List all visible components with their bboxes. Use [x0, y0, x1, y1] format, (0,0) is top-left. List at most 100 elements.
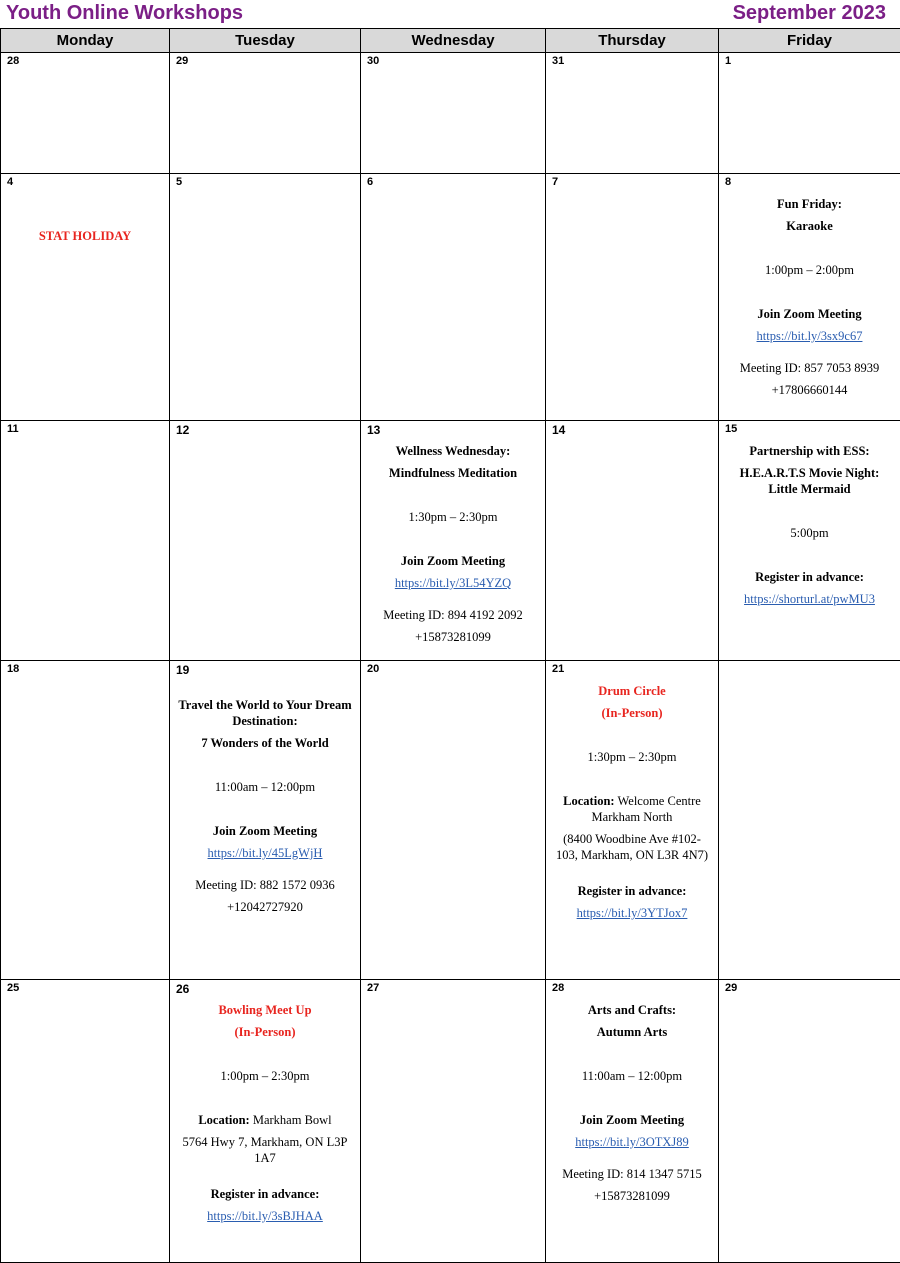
- day-cell: 31: [546, 53, 719, 174]
- event-time: 11:00am – 12:00pm: [178, 779, 352, 795]
- event-movie-night: Partnership with ESS: H.E.A.R.T.S Movie …: [719, 437, 900, 607]
- day-cell: 6: [361, 174, 546, 421]
- day-number: 5: [170, 174, 360, 190]
- day-cell: 29: [170, 53, 361, 174]
- day-cell: 19 Travel the World to Your Dream Destin…: [170, 661, 361, 980]
- weekday-monday: Monday: [1, 29, 170, 53]
- day-number: 6: [361, 174, 545, 190]
- day-number: 19: [170, 661, 360, 677]
- day-cell: 1: [719, 53, 900, 174]
- event-subtitle: (In-Person): [178, 1024, 352, 1040]
- event-subtitle: Mindfulness Meditation: [369, 465, 537, 481]
- event-time: 1:00pm – 2:00pm: [727, 262, 892, 278]
- day-cell: 28 Arts and Crafts: Autumn Arts 11:00am …: [546, 980, 719, 1263]
- day-number: 30: [361, 53, 545, 69]
- stat-holiday-label: STAT HOLIDAY: [9, 228, 161, 244]
- event-drum-circle: Drum Circle (In-Person) 1:30pm – 2:30pm …: [546, 677, 718, 921]
- day-cell: 30: [361, 53, 546, 174]
- day-cell: 5: [170, 174, 361, 421]
- day-cell: 21 Drum Circle (In-Person) 1:30pm – 2:30…: [546, 661, 719, 980]
- meeting-phone: +12042727920: [178, 899, 352, 915]
- weekday-friday: Friday: [719, 29, 900, 53]
- event-title: Bowling Meet Up: [178, 1002, 352, 1018]
- event-time: 1:30pm – 2:30pm: [369, 509, 537, 525]
- event-arts-and-crafts: Arts and Crafts: Autumn Arts 11:00am – 1…: [546, 996, 718, 1204]
- event-bowling: Bowling Meet Up (In-Person) 1:00pm – 2:3…: [170, 996, 360, 1224]
- day-cell: 4 STAT HOLIDAY: [1, 174, 170, 421]
- day-number: 1: [719, 53, 900, 69]
- day-number: 20: [361, 661, 545, 677]
- event-join-label: Join Zoom Meeting: [727, 306, 892, 322]
- event-join-label: Join Zoom Meeting: [178, 823, 352, 839]
- title-bar: Youth Online Workshops September 2023: [0, 0, 900, 28]
- week-row: 25 26 Bowling Meet Up (In-Person) 1:00pm…: [1, 980, 900, 1263]
- week-row: 28 29 30 31 1: [1, 53, 900, 174]
- day-cell: 13 Wellness Wednesday: Mindfulness Medit…: [361, 421, 546, 661]
- register-link[interactable]: https://bit.ly/3sBJHAA: [207, 1209, 323, 1223]
- zoom-link[interactable]: https://bit.ly/3OTXJ89: [575, 1135, 689, 1149]
- event-time: 1:00pm – 2:30pm: [178, 1068, 352, 1084]
- day-cell: 8 Fun Friday: Karaoke 1:00pm – 2:00pm Jo…: [719, 174, 900, 421]
- event-location: Location: Markham Bowl: [178, 1112, 352, 1128]
- location-label: Location:: [563, 794, 614, 808]
- weekday-wednesday: Wednesday: [361, 29, 546, 53]
- day-cell: 26 Bowling Meet Up (In-Person) 1:00pm – …: [170, 980, 361, 1263]
- day-number: 15: [719, 421, 900, 437]
- day-cell: 12: [170, 421, 361, 661]
- event-fun-friday: Fun Friday: Karaoke 1:00pm – 2:00pm Join…: [719, 190, 900, 398]
- day-number: 29: [170, 53, 360, 69]
- event-address: 5764 Hwy 7, Markham, ON L3P 1A7: [178, 1134, 352, 1166]
- weekday-tuesday: Tuesday: [170, 29, 361, 53]
- event-time: 5:00pm: [727, 525, 892, 541]
- day-cell: [719, 661, 900, 980]
- register-link[interactable]: https://shorturl.at/pwMU3: [744, 592, 875, 606]
- day-cell: 11: [1, 421, 170, 661]
- day-number: 18: [1, 661, 169, 677]
- location-name: Markham Bowl: [253, 1113, 332, 1127]
- week-row: 18 19 Travel the World to Your Dream Des…: [1, 661, 900, 980]
- event-time: 11:00am – 12:00pm: [554, 1068, 710, 1084]
- calendar-month: September 2023: [733, 2, 886, 25]
- event-register-label: Register in advance:: [727, 569, 892, 585]
- meeting-id: Meeting ID: 894 4192 2092: [369, 607, 537, 623]
- calendar-grid: Monday Tuesday Wednesday Thursday Friday…: [0, 28, 900, 1263]
- day-number: 25: [1, 980, 169, 996]
- event-title: Partnership with ESS:: [727, 443, 892, 459]
- event-title: Travel the World to Your Dream Destinati…: [178, 697, 352, 729]
- event-subtitle: 7 Wonders of the World: [178, 735, 352, 751]
- event-location: Location: Welcome Centre Markham North: [554, 793, 710, 825]
- day-number: [719, 661, 900, 677]
- weekday-thursday: Thursday: [546, 29, 719, 53]
- day-number: 4: [1, 174, 169, 190]
- day-number: 8: [719, 174, 900, 190]
- day-cell: 14: [546, 421, 719, 661]
- zoom-link[interactable]: https://bit.ly/3sx9c67: [757, 329, 863, 343]
- meeting-id: Meeting ID: 882 1572 0936: [178, 877, 352, 893]
- day-number: 28: [546, 980, 718, 996]
- event-time: 1:30pm – 2:30pm: [554, 749, 710, 765]
- day-cell: 28: [1, 53, 170, 174]
- day-number: 28: [1, 53, 169, 69]
- meeting-id: Meeting ID: 857 7053 8939: [727, 360, 892, 376]
- day-cell: 27: [361, 980, 546, 1263]
- event-subtitle: Autumn Arts: [554, 1024, 710, 1040]
- location-label: Location:: [198, 1113, 249, 1127]
- event-subtitle: H.E.A.R.T.S Movie Night: Little Mermaid: [727, 465, 892, 497]
- event-title: Arts and Crafts:: [554, 1002, 710, 1018]
- day-number: 11: [1, 421, 169, 437]
- event-travel-the-world: Travel the World to Your Dream Destinati…: [170, 677, 360, 915]
- event-register-label: Register in advance:: [178, 1186, 352, 1202]
- register-link[interactable]: https://bit.ly/3YTJox7: [577, 906, 688, 920]
- day-number: 27: [361, 980, 545, 996]
- day-number: 29: [719, 980, 900, 996]
- zoom-link[interactable]: https://bit.ly/45LgWjH: [208, 846, 323, 860]
- day-number: 7: [546, 174, 718, 190]
- meeting-phone: +15873281099: [369, 629, 537, 645]
- zoom-link[interactable]: https://bit.ly/3L54YZQ: [395, 576, 511, 590]
- day-cell: 29: [719, 980, 900, 1263]
- day-cell: 15 Partnership with ESS: H.E.A.R.T.S Mov…: [719, 421, 900, 661]
- day-cell: 25: [1, 980, 170, 1263]
- weekday-header-row: Monday Tuesday Wednesday Thursday Friday: [1, 29, 900, 53]
- day-cell: 7: [546, 174, 719, 421]
- day-cell: 18: [1, 661, 170, 980]
